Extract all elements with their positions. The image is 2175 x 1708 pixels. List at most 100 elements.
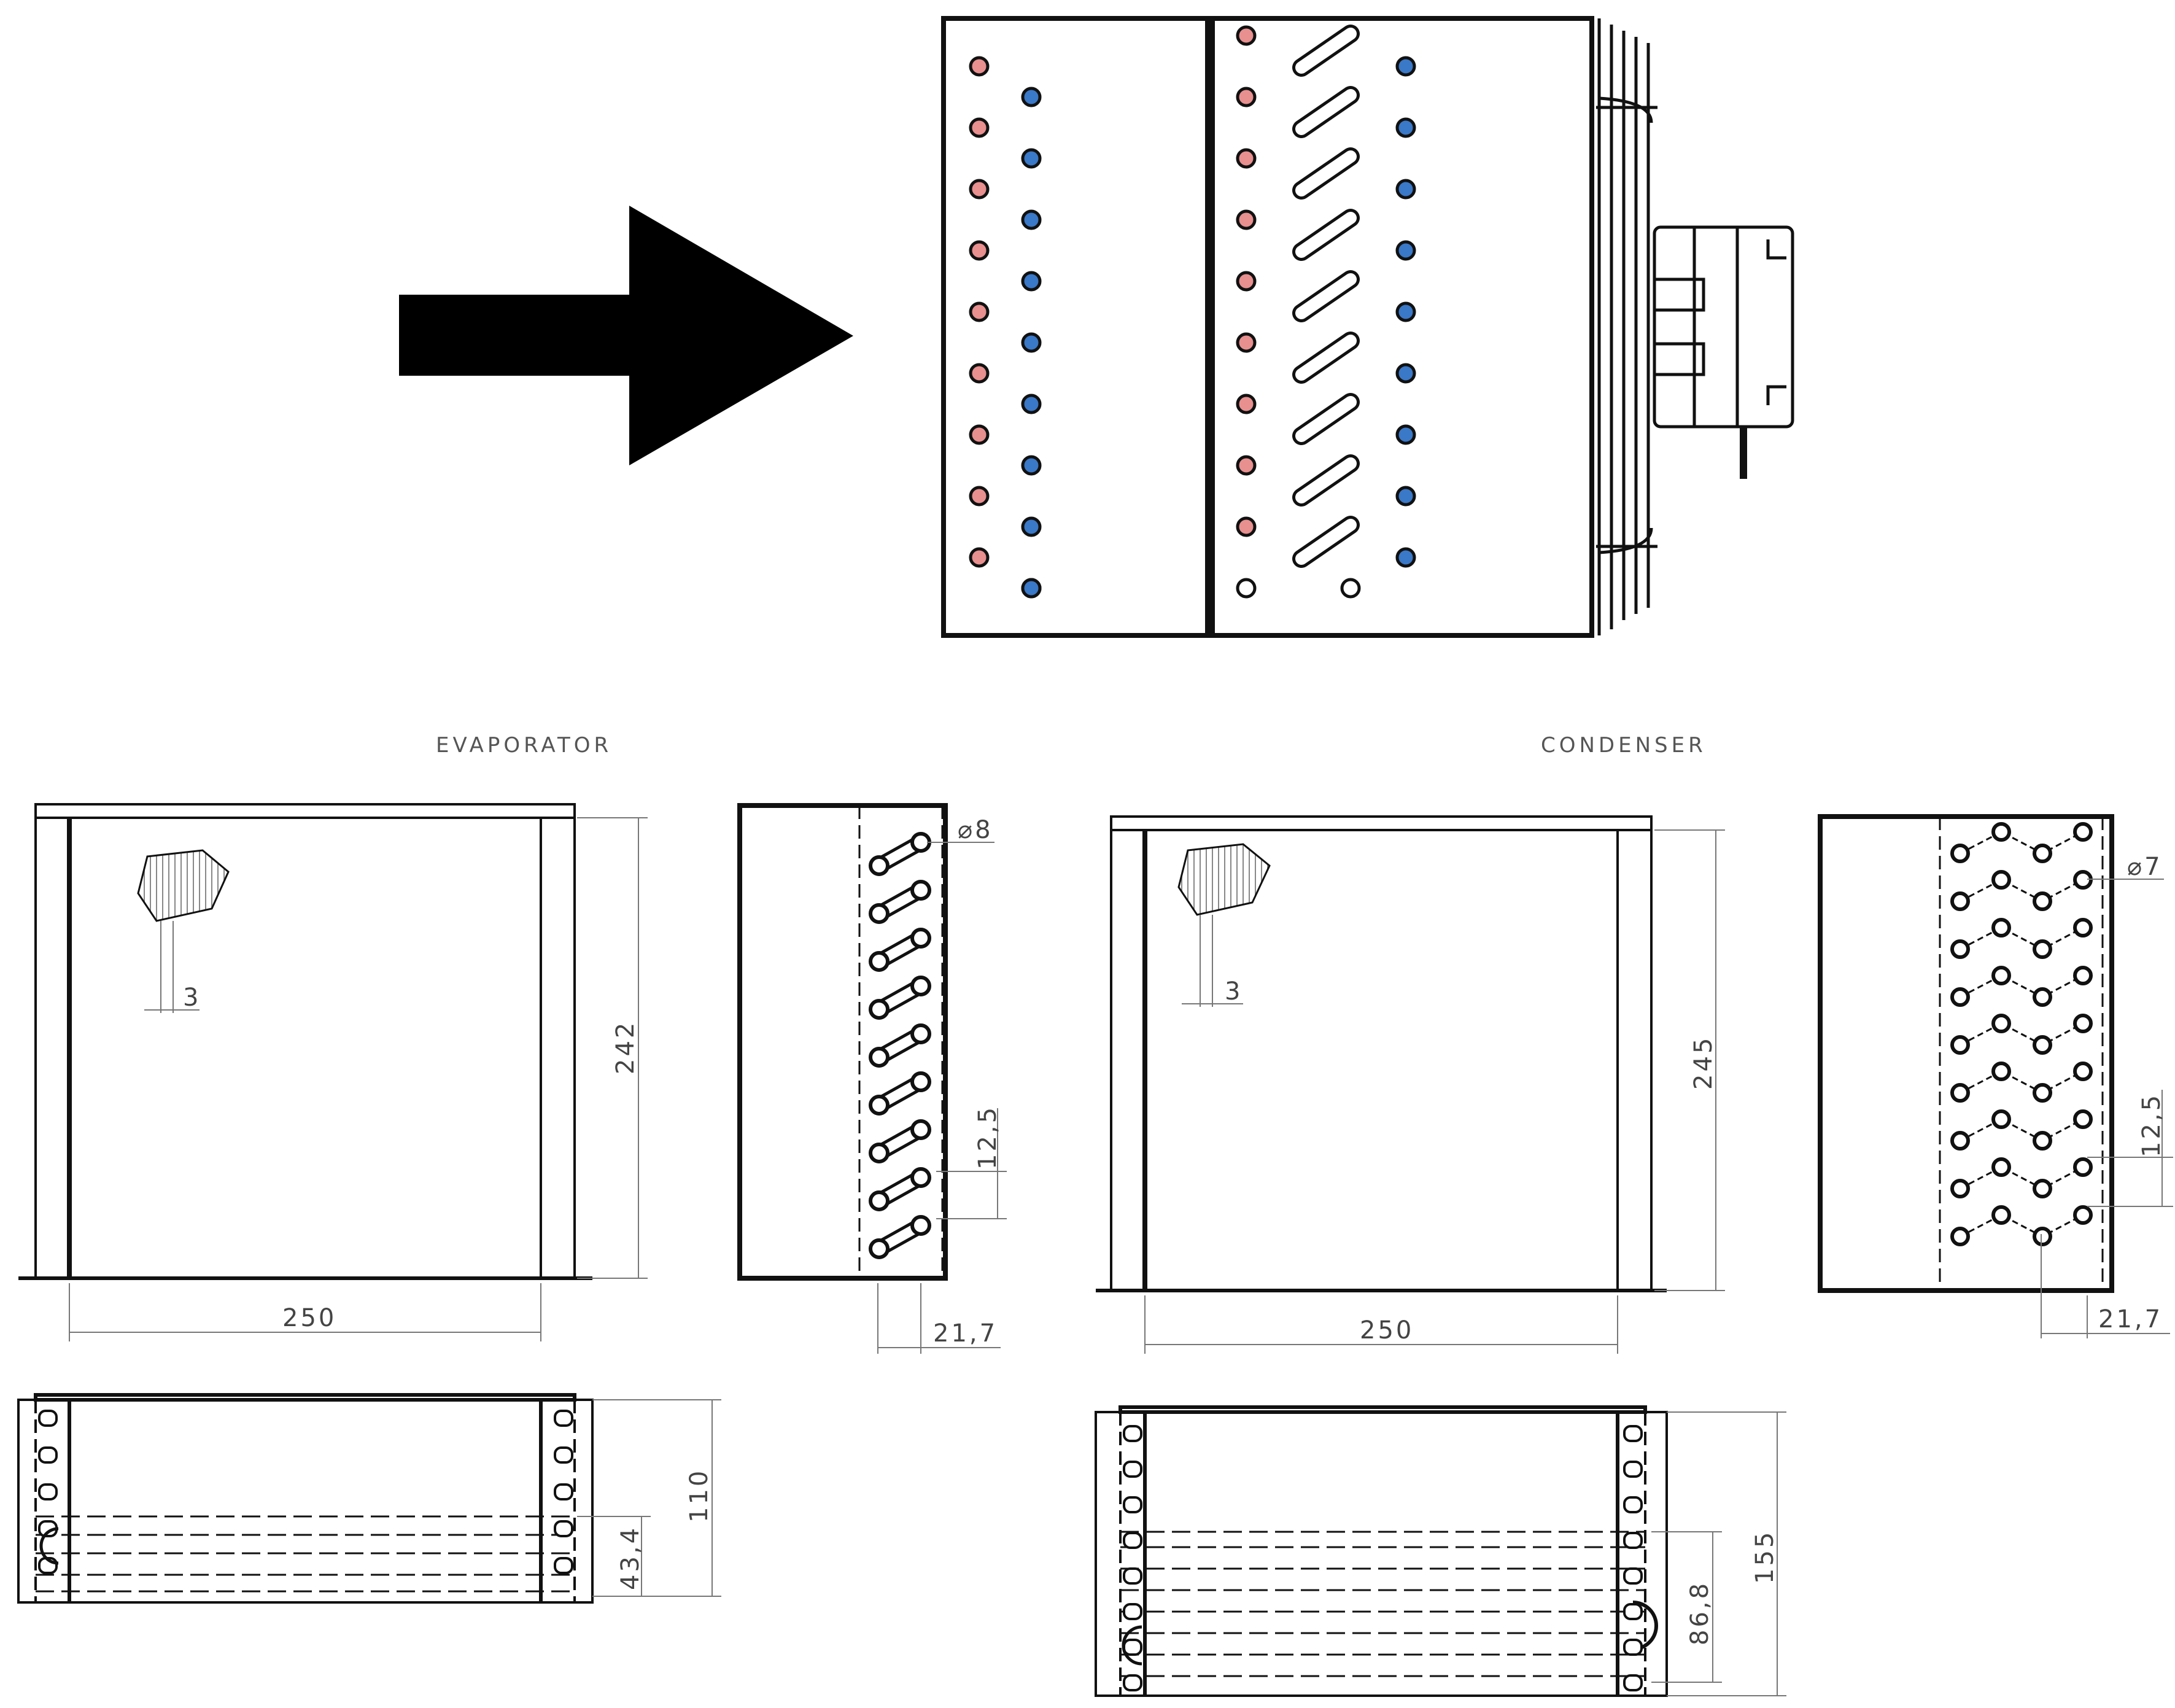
hot-tube	[1236, 148, 1257, 169]
tube-end	[554, 1483, 573, 1500]
hot-tube	[969, 117, 990, 138]
tube-bend-fill	[1295, 28, 1357, 74]
tube-end	[1991, 1205, 2011, 1225]
tube-connection	[1960, 1214, 2084, 1238]
tube-end	[869, 999, 890, 1020]
evap-side-tubes	[869, 832, 931, 1259]
hot-tube	[969, 240, 990, 261]
tube-end	[1950, 1179, 1970, 1198]
tube-end	[2033, 891, 2052, 911]
tube-bend-fill	[1295, 335, 1357, 381]
tube-end	[2033, 987, 2052, 1007]
hot-tube	[1236, 209, 1257, 230]
tube-end	[38, 1446, 58, 1464]
tube-end	[1123, 1496, 1142, 1513]
tube-end	[2073, 1014, 2093, 1033]
hot-tube	[1236, 25, 1257, 46]
cold-tube	[1021, 87, 1042, 107]
tube-bend-fill	[1295, 457, 1357, 503]
fan-motor	[1653, 225, 1794, 479]
tube-bend-fill	[1295, 212, 1357, 258]
evaporator-top-view	[17, 1393, 594, 1604]
evaporator-side-view	[737, 803, 948, 1281]
cold-tube	[1395, 240, 1416, 261]
fin-cutaway	[137, 849, 230, 922]
tube-end	[1123, 1461, 1142, 1478]
tube-end	[910, 1071, 931, 1092]
evap-width-dim: 250	[282, 1304, 336, 1332]
tube-end	[1123, 1567, 1142, 1585]
cond-depth-dimline	[1651, 1411, 1786, 1696]
tube-connection	[1960, 974, 2084, 998]
tube-end	[1991, 1157, 2011, 1177]
fin-cutaway	[1177, 843, 1271, 916]
tube-connection	[1960, 831, 2084, 855]
evap-width-dimline	[69, 1283, 541, 1341]
cold-tube	[1395, 486, 1416, 507]
evap-height-dim: 242	[611, 1020, 640, 1074]
tube-end	[2033, 1035, 2052, 1055]
tube-end	[1950, 1131, 1970, 1151]
hot-tube	[969, 56, 990, 77]
evap-pitch-dimline	[936, 1108, 1007, 1219]
cold-tube	[1395, 424, 1416, 445]
cond-pitch-dimline	[2087, 1090, 2173, 1207]
cond-width-dim: 250	[1360, 1316, 1414, 1345]
tube-end	[2033, 939, 2052, 959]
evap-top-tube-ends	[38, 1410, 573, 1574]
tube-end	[1991, 966, 2011, 985]
tube-end	[1991, 870, 2011, 890]
evap-tube-dia-dim: ⌀8	[958, 816, 993, 844]
cold-tube	[1021, 271, 1042, 292]
cold-tube	[1395, 56, 1416, 77]
tube-end	[869, 855, 890, 876]
tube-end	[910, 832, 931, 853]
tube-end	[910, 928, 931, 949]
tube-end	[554, 1557, 573, 1574]
tube-end	[2073, 1062, 2093, 1081]
tube-end	[869, 1190, 890, 1211]
tube-end	[910, 880, 931, 901]
cond-tube-dia-dim: ⌀7	[2127, 853, 2163, 881]
tube-end	[2073, 1109, 2093, 1129]
cold-tube	[1021, 516, 1042, 537]
cond-fin-gap-dim: 3	[1225, 977, 1243, 1006]
cold-tube	[1021, 394, 1042, 414]
tube-end	[869, 1143, 890, 1163]
evap-row-dim: 21,7	[933, 1319, 998, 1348]
hot-tube	[1236, 394, 1257, 414]
condenser-block	[1210, 16, 1594, 638]
tube-end	[2073, 1157, 2093, 1177]
cold-tube	[1395, 363, 1416, 384]
tube-end	[1623, 1567, 1643, 1585]
cond-width-dimline	[1144, 1295, 1618, 1354]
cond-side-tubes	[1950, 822, 2093, 1246]
tube-end	[869, 1047, 890, 1068]
tube-end	[1623, 1425, 1643, 1442]
tube-connection	[1960, 926, 2084, 950]
cond-depth-dim: 155	[1751, 1530, 1779, 1584]
tube-bend-fill	[1295, 519, 1357, 565]
tube-end	[910, 1167, 931, 1188]
assembly-view	[941, 16, 1794, 638]
cond-core-dim: 86,8	[1686, 1581, 1714, 1645]
tube-end	[38, 1483, 58, 1500]
tube-end	[869, 1095, 890, 1116]
tube-end	[1950, 844, 1970, 863]
tube-end	[554, 1446, 573, 1464]
cold-tube	[1395, 547, 1416, 568]
tube-end	[2073, 822, 2093, 842]
tube-end	[1623, 1532, 1643, 1549]
evap-fin-gap-dim: 3	[183, 984, 201, 1012]
tube-end	[38, 1410, 58, 1427]
tube-end	[1991, 1109, 2011, 1129]
cond-height-dimline	[1654, 829, 1725, 1291]
tube-end	[869, 951, 890, 972]
evap-pitch-dim: 12,5	[974, 1105, 1002, 1170]
cond-height-dim: 245	[1689, 1036, 1718, 1090]
tube-end	[1991, 1014, 2011, 1033]
return-bend	[39, 1527, 59, 1565]
hot-tube	[969, 179, 990, 200]
return-bend	[1122, 1625, 1142, 1666]
tube-end	[1950, 1083, 1970, 1103]
